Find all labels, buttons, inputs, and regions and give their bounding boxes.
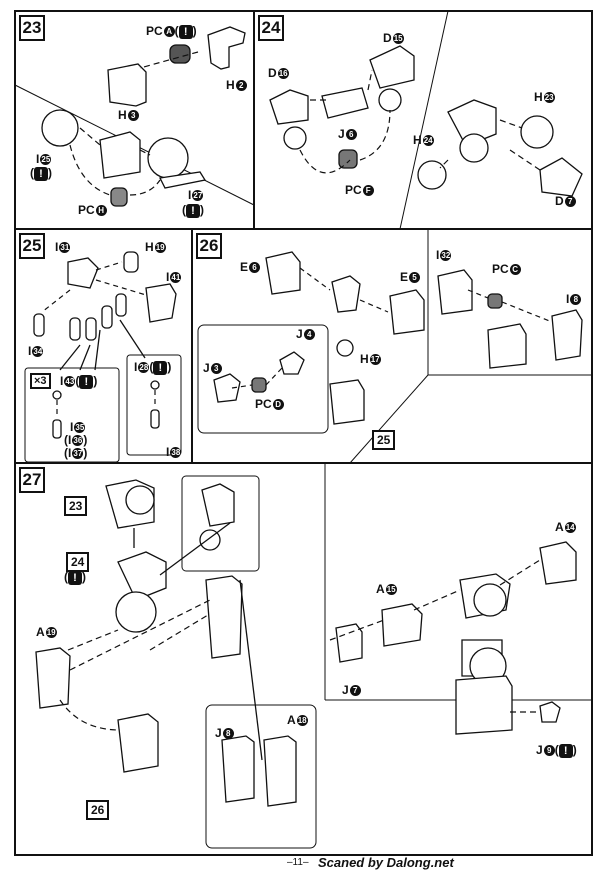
page-footer: –11– Scaned by Dalong.net	[0, 855, 605, 873]
caution-icon: !	[34, 167, 48, 181]
step-reference: 24	[66, 552, 90, 572]
page-number: –11–	[287, 857, 309, 868]
quantity-badge: ×3	[30, 373, 51, 389]
step-number: 24	[258, 15, 284, 41]
caution-icon: !	[186, 204, 200, 218]
step-number: 26	[196, 233, 222, 259]
part-label: (!)	[64, 570, 86, 585]
caution-icon: !	[68, 571, 82, 585]
page-frame	[14, 10, 593, 856]
caution-icon: !	[153, 361, 168, 375]
step-reference: 23	[64, 496, 88, 516]
step-reference: 25	[372, 430, 396, 450]
part-label: (!)	[30, 166, 52, 181]
part-label: (!)	[182, 203, 204, 218]
step-number: 23	[19, 15, 45, 41]
scan-credit: Scaned by Dalong.net	[318, 855, 454, 870]
step-number: 25	[19, 233, 45, 259]
step-number: 27	[19, 467, 45, 493]
caution-icon: !	[178, 25, 193, 39]
caution-icon: !	[558, 744, 573, 758]
caution-icon: !	[79, 375, 94, 389]
step-reference: 26	[86, 800, 110, 820]
